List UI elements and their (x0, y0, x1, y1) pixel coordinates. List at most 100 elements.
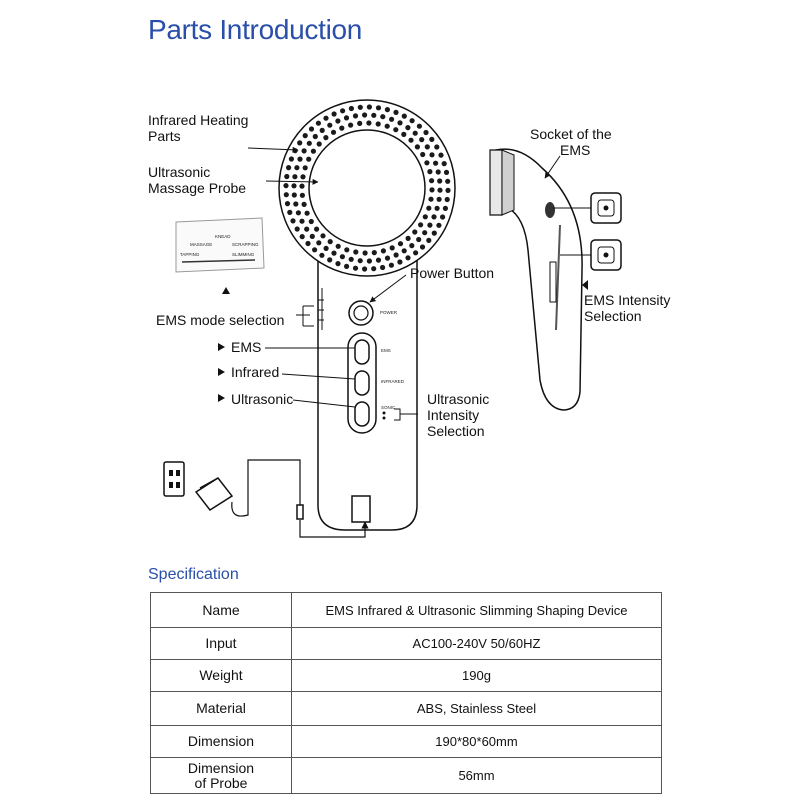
heating-dot (409, 243, 415, 249)
heating-dot (294, 226, 300, 232)
heating-dot (300, 174, 306, 180)
heating-dot (401, 113, 407, 119)
label-infrared-heating-2: Parts (148, 128, 181, 144)
heating-dot (293, 201, 299, 207)
heating-dot (366, 120, 372, 126)
label-power-button: Power Button (410, 265, 494, 281)
sonic-led-2 (382, 416, 386, 420)
heating-dot (445, 187, 451, 193)
label-ultra-intensity-1: Ultrasonic (427, 391, 489, 407)
ems-mode-indicator (318, 288, 324, 330)
heating-dot (366, 258, 372, 264)
svg-text:KNEAD: KNEAD (215, 234, 231, 239)
spec-key: Weight (150, 659, 292, 692)
heating-dot (308, 218, 314, 225)
heating-dot (434, 205, 440, 211)
heating-dot (292, 148, 298, 154)
heating-dot (320, 233, 326, 239)
heating-dot (297, 156, 303, 162)
mode-inset: KNEAD MASSAGE SCRAPPING TAPPING SLIMMING (175, 217, 265, 273)
heating-dot (335, 118, 341, 124)
heating-dot (357, 120, 363, 126)
heating-dot (287, 209, 293, 215)
heating-dot (312, 247, 318, 253)
infrared-button[interactable] (354, 370, 370, 396)
heating-dot (393, 109, 399, 115)
heating-dot (357, 258, 363, 264)
ems-text: EMS (381, 348, 391, 353)
heating-dot (301, 148, 307, 154)
power-adapter (163, 459, 369, 538)
label-infrared: Infrared (231, 364, 279, 380)
ultrasonic-probe-plate (308, 129, 426, 247)
heating-dot (306, 140, 312, 146)
heating-dot (310, 148, 316, 154)
heating-dot (314, 226, 320, 232)
sonic-led-1 (382, 411, 386, 415)
heating-dot (431, 230, 437, 236)
heating-dot (443, 169, 450, 175)
svg-text:MASSAGE: MASSAGE (190, 242, 212, 247)
heating-dot (291, 183, 297, 189)
heating-dot (302, 133, 308, 139)
heating-dot (357, 104, 363, 110)
heating-dot (309, 233, 315, 239)
spec-key-line-1: Dimension (187, 759, 255, 776)
heating-dot (352, 265, 359, 271)
infrared-heating-dots (283, 104, 451, 272)
power-button-inner (353, 305, 369, 321)
heating-dot (344, 247, 350, 253)
spec-value: AC100-240V 50/60HZ (291, 627, 662, 660)
heating-dot (294, 165, 300, 171)
heating-dot (299, 183, 305, 189)
heating-dot (429, 152, 435, 158)
heating-dot (441, 161, 447, 167)
label-ems-intensity-2: Selection (584, 308, 642, 324)
label-socket-2: EMS (560, 142, 590, 158)
heating-dot (335, 261, 341, 267)
heating-dot (327, 257, 333, 263)
heating-dot (389, 116, 395, 122)
heating-dot (288, 156, 294, 162)
heating-dot (348, 105, 354, 112)
heating-dot (348, 122, 354, 128)
heating-dot (413, 250, 419, 256)
heating-dot (284, 201, 291, 207)
heating-dot (283, 183, 289, 189)
heating-dot (302, 165, 308, 171)
spec-key: Input (150, 627, 292, 660)
heating-dot (412, 130, 418, 136)
spec-value: EMS Infrared & Ultrasonic Slimming Shapi… (291, 592, 662, 628)
heating-dot (424, 160, 430, 166)
heating-dot (409, 118, 415, 124)
heating-dot (316, 240, 322, 246)
heating-dot (444, 196, 450, 203)
label-ultrasonic-probe-2: Massage Probe (148, 180, 246, 196)
heating-dot (295, 210, 301, 216)
svg-text:SLIMMING: SLIMMING (232, 252, 255, 257)
spec-title: Specification (148, 566, 239, 583)
heating-dot (375, 257, 382, 263)
heating-dot (433, 160, 439, 166)
heating-dot (401, 131, 407, 137)
heating-dot (440, 214, 446, 220)
heating-dot (405, 255, 411, 261)
heating-dot (335, 243, 341, 249)
heating-dot (362, 112, 368, 118)
heating-dot (371, 266, 377, 272)
heating-dot (384, 255, 391, 261)
ultrasonic-button[interactable] (354, 401, 370, 427)
heating-dot (393, 127, 399, 133)
spec-table: Name EMS Infrared & Ultrasonic Slimming … (150, 592, 662, 794)
heating-dot (323, 245, 329, 251)
heating-dot (323, 115, 329, 121)
heating-dot (286, 165, 292, 171)
ems-button[interactable] (354, 339, 370, 365)
heating-dot (438, 152, 444, 158)
heating-dot (389, 245, 395, 251)
heating-dot (397, 120, 403, 126)
heating-dot (319, 252, 325, 258)
heating-dot (435, 169, 441, 175)
spec-key-line-2: of Probe (194, 774, 248, 791)
spec-value: 190*80*60mm (291, 725, 662, 758)
